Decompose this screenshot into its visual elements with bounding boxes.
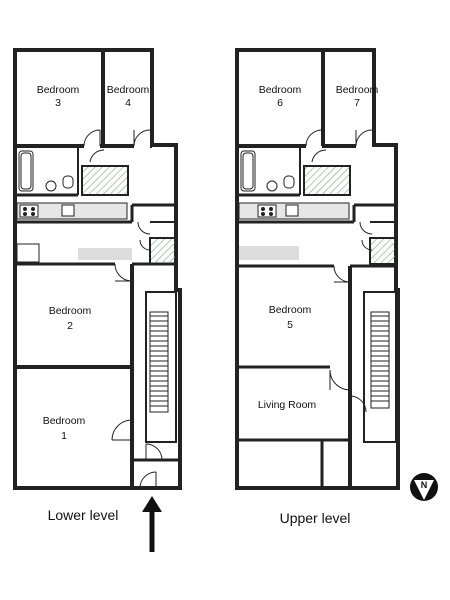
bedroom-5-number: 5 bbox=[287, 319, 293, 331]
compass-n-label: N bbox=[421, 480, 428, 490]
living-room-label: Living Room bbox=[258, 399, 317, 411]
bedroom-1-number: 1 bbox=[61, 430, 67, 442]
bedroom-2-label: Bedroom bbox=[49, 305, 92, 317]
bedroom-1-label: Bedroom bbox=[43, 415, 86, 427]
north-compass-icon: N bbox=[410, 473, 438, 501]
bedroom-7-label: Bedroom bbox=[336, 84, 379, 96]
bedroom-7-number: 7 bbox=[354, 97, 360, 109]
lower-level-plan bbox=[13, 48, 182, 490]
bedroom-3-number: 3 bbox=[55, 97, 61, 109]
bedroom-3-label: Bedroom bbox=[37, 84, 80, 96]
bedroom-6-label: Bedroom bbox=[259, 84, 302, 96]
bedroom-2-number: 2 bbox=[67, 320, 73, 332]
bedroom-4-label: Bedroom bbox=[107, 84, 150, 96]
bedroom-5-label: Bedroom bbox=[269, 304, 312, 316]
upper-level-caption: Upper level bbox=[280, 510, 351, 526]
bedroom-6-number: 6 bbox=[277, 97, 283, 109]
bedroom-4-number: 4 bbox=[125, 97, 131, 109]
lower-level-caption: Lower level bbox=[48, 507, 119, 523]
upper-level-plan bbox=[235, 48, 400, 490]
entrance-arrow-icon bbox=[142, 496, 162, 552]
